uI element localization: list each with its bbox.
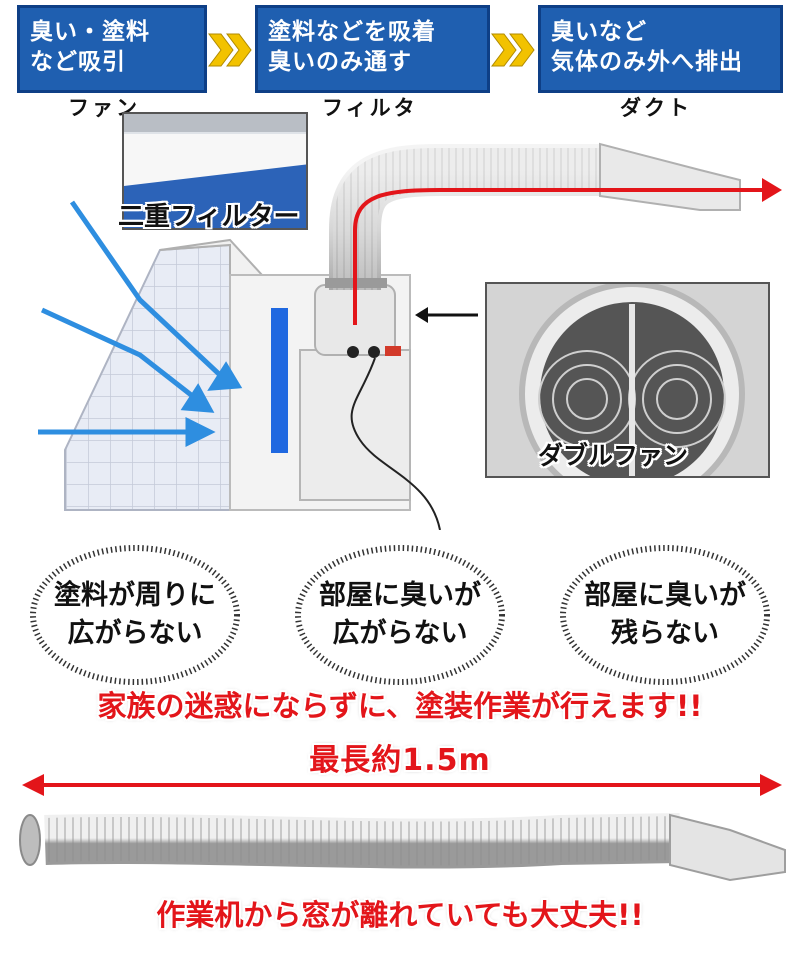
footer-text: 作業机から窓が離れていても大丈夫!! [156, 898, 644, 932]
step-filter-box: 塗料などを吸着 臭いのみ通す [255, 5, 490, 93]
airflow-line [353, 188, 765, 325]
step-duct-box: 臭いなど 気体のみ外へ排出 [538, 5, 783, 93]
filter-caption: 二重フィルター [118, 202, 300, 232]
product-illustration [38, 142, 782, 530]
fan-photo [485, 282, 770, 478]
long-hose-nozzle [669, 813, 786, 882]
step-fan-line1: 臭い・塗料 [30, 19, 150, 45]
headline: 家族の迷惑にならずに、塗装作業が行えます!! [97, 689, 703, 723]
step-duct-line1: 臭いなど [551, 19, 647, 45]
flow-arrow-icon [38, 200, 243, 448]
booth-back-box [299, 349, 411, 501]
benefit-line2: 広がらない [332, 618, 468, 649]
burst-icon [295, 545, 505, 685]
step-fan-box: 臭い・塗料 など吸引 [17, 5, 207, 93]
step-duct-line2: 気体のみ外へ排出 [551, 49, 743, 75]
length-label: 最長約1.5m [309, 743, 491, 778]
burst-icon [560, 545, 770, 685]
fan-caption: ダブルファン [538, 441, 689, 470]
long-hose-illustration [19, 813, 786, 882]
step-filter-line2: 臭いのみ通す [268, 49, 412, 75]
benefit-line1: 部屋に臭いが [319, 580, 481, 611]
filter-marker [271, 308, 288, 453]
benefit-line2: 残らない [611, 618, 719, 649]
benefit-bubble-paint: 塗料が周りに 広がらない [30, 545, 240, 685]
benefit-line2: 広がらない [67, 618, 203, 649]
step-duct-label: ダクト [620, 96, 692, 120]
burst-icon [30, 545, 240, 685]
benefit-bubble-smell-spread: 部屋に臭いが 広がらない [295, 545, 505, 685]
fan-image [487, 284, 768, 476]
power-cord [350, 357, 441, 530]
step-fan-line2: など吸引 [30, 49, 126, 75]
filter-image [124, 114, 306, 228]
booth-front-panel [64, 243, 231, 511]
benefit-line1: 塗料が周りに [54, 580, 216, 611]
duct-nozzle [599, 142, 741, 211]
chevron-icon [491, 33, 535, 67]
step-filter-label: フィルタ [322, 96, 418, 120]
benefit-line1: 部屋に臭いが [584, 580, 746, 611]
filter-photo [122, 112, 308, 230]
double-arrow-icon [22, 774, 782, 796]
chevron-icon [208, 33, 252, 67]
step-filter-line1: 塗料などを吸着 [268, 19, 436, 45]
benefit-bubble-smell-remain: 部屋に臭いが 残らない [560, 545, 770, 685]
